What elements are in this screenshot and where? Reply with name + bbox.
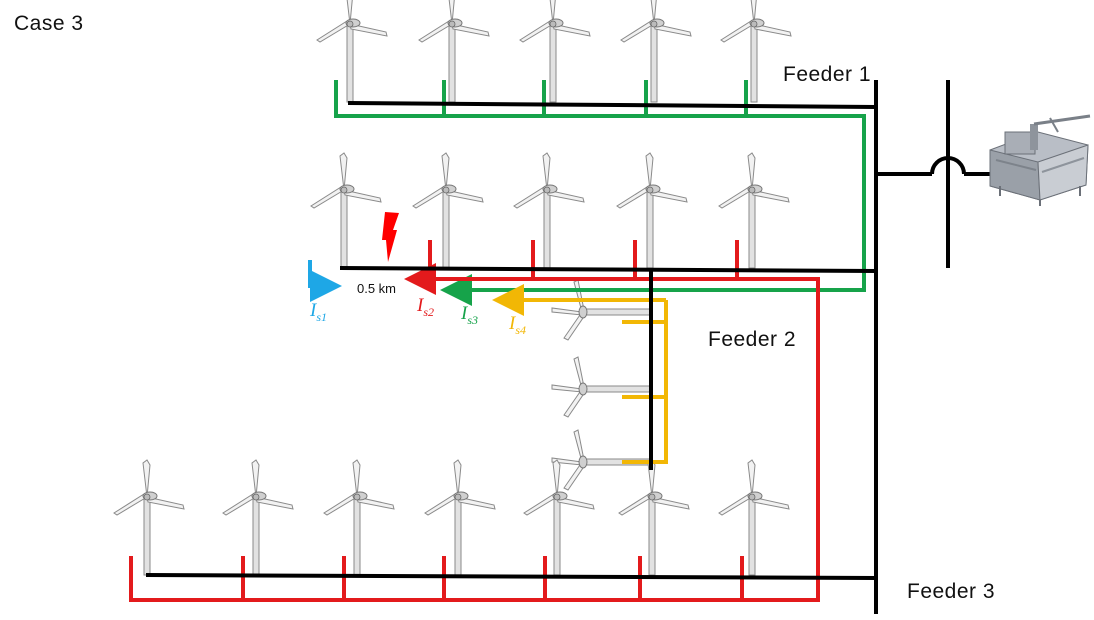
bus-lines — [145, 80, 996, 614]
feeder1-turbines — [316, 0, 792, 103]
distance-label: 0.5 km — [357, 281, 397, 296]
feeder3-turbines — [113, 459, 790, 576]
feeder2-turbines — [310, 152, 790, 491]
case-label: Case 3 — [14, 12, 84, 35]
current-is4-label: Is4 — [509, 313, 526, 337]
current-is1-arrow — [308, 260, 342, 302]
feeder-2-label: Feeder 2 — [708, 328, 797, 351]
fault-lightning-icon — [382, 212, 399, 262]
feeder-1-label: Feeder 1 — [783, 63, 872, 86]
feeder3-current-path — [129, 240, 820, 602]
current-is2-label: Is2 — [417, 295, 434, 319]
offshore-substation-icon — [989, 114, 1091, 206]
feeder-3-label: Feeder 3 — [907, 580, 996, 603]
feeder1-current-path — [334, 80, 866, 306]
current-is1-label: Is1 — [310, 300, 327, 324]
feeder2-branch-current-path — [492, 284, 668, 464]
current-is3-label: Is3 — [461, 303, 478, 327]
